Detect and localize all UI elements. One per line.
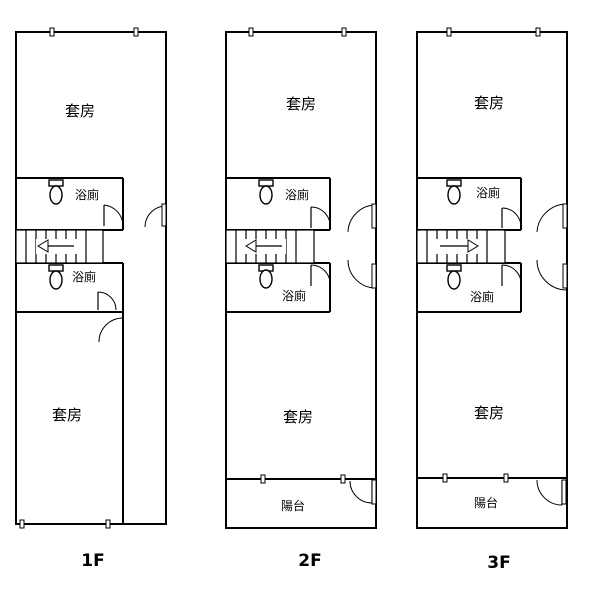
stair-arrow-icon — [245, 239, 257, 253]
staircase — [416, 229, 506, 264]
bathroom-label: 浴廁 — [75, 187, 99, 202]
bathroom-label: 浴廁 — [282, 288, 306, 303]
door-icon — [536, 259, 568, 291]
bathroom-label: 浴廁 — [72, 269, 96, 284]
door-icon — [310, 264, 331, 287]
toilet-icon — [48, 264, 64, 290]
toilet-icon — [258, 264, 274, 289]
staircase — [225, 229, 315, 264]
door-icon — [349, 479, 377, 505]
room-label: 套房 — [65, 102, 95, 120]
door-icon — [501, 264, 522, 287]
room-label: 套房 — [474, 404, 504, 422]
door-icon — [98, 317, 124, 343]
room-label: 套房 — [283, 408, 313, 426]
room-label: 套房 — [286, 95, 316, 113]
room-label: 套房 — [52, 406, 82, 424]
outer-wall — [15, 31, 167, 525]
room-label: 套房 — [474, 94, 504, 112]
floor-plan-1f: 套房 浴廁 浴廁 套房 1F — [15, 27, 167, 571]
door-icon — [536, 479, 567, 506]
bathroom-label: 浴廁 — [476, 185, 500, 200]
toilet-icon — [446, 264, 462, 290]
stair-arrow-icon — [37, 239, 49, 253]
stair-arrow-icon — [467, 239, 479, 253]
balcony-label: 陽台 — [281, 498, 305, 513]
floor-plan-3f: 套房 浴廁 浴廁 套房 陽台 3F — [416, 27, 568, 573]
door-icon — [347, 203, 377, 233]
floor-label: 2F — [298, 551, 321, 571]
bathroom-label: 浴廁 — [470, 289, 494, 304]
door-icon — [144, 203, 167, 228]
balcony-label: 陽台 — [474, 495, 498, 510]
staircase — [15, 229, 104, 264]
toilet-icon — [446, 179, 462, 205]
floor-plan-2f: 套房 浴廁 浴廁 套房 陽台 2F — [225, 27, 377, 571]
door-icon — [347, 259, 377, 289]
bathroom-label: 浴廁 — [285, 187, 309, 202]
toilet-icon — [258, 179, 274, 205]
door-icon — [103, 204, 124, 227]
door-icon — [536, 203, 568, 233]
door-icon — [97, 291, 117, 311]
floor-label: 3F — [487, 553, 510, 573]
floor-label: 1F — [81, 551, 104, 571]
toilet-icon — [48, 179, 64, 205]
door-icon — [501, 207, 522, 229]
door-icon — [310, 206, 331, 229]
